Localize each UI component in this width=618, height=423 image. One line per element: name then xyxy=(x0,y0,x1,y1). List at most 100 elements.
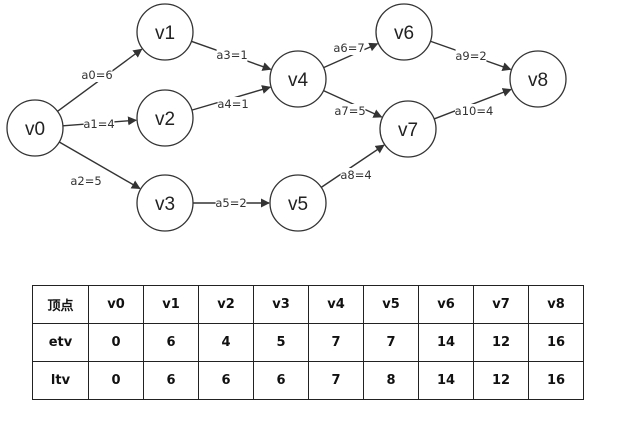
edge-a9: a9=2 xyxy=(430,40,512,71)
row-header-cell: ltv xyxy=(32,361,89,400)
table-cell: v8 xyxy=(528,285,584,324)
node-circle xyxy=(6,99,64,157)
table-cell: 7 xyxy=(308,361,364,400)
node-v0: v0 xyxy=(6,99,64,157)
edge-label-background xyxy=(455,104,493,118)
node-circle xyxy=(379,100,437,158)
edge-label: a5=2 xyxy=(215,196,246,210)
table-cell: v4 xyxy=(308,285,364,324)
edge-label: a0=6 xyxy=(81,68,112,82)
node-label: v6 xyxy=(394,23,414,44)
node-circle xyxy=(136,174,194,232)
node-circle xyxy=(269,50,327,108)
edge-label: a3=1 xyxy=(216,48,247,62)
node-label: v4 xyxy=(288,70,309,91)
row-header-cell: 顶点 xyxy=(32,285,89,324)
node-v6: v6 xyxy=(375,3,433,61)
table-cell: 6 xyxy=(253,361,309,400)
node-label: v1 xyxy=(155,23,175,44)
table-cell: v1 xyxy=(143,285,199,324)
edge-arrow xyxy=(323,42,379,69)
edge-label-background xyxy=(217,97,249,111)
edge-a2: a2=5 xyxy=(58,141,141,190)
table-cell: 12 xyxy=(473,323,529,362)
node-label: v8 xyxy=(528,70,548,91)
edge-label: a10=4 xyxy=(455,104,494,118)
table-cell: v3 xyxy=(253,285,309,324)
node-label: v5 xyxy=(288,194,308,215)
edge-label-background xyxy=(83,117,115,131)
edge-label: a7=5 xyxy=(334,104,365,118)
table-cell: 14 xyxy=(418,323,474,362)
node-circle xyxy=(375,3,433,61)
table-cell: v6 xyxy=(418,285,474,324)
node-circle xyxy=(136,89,194,147)
edge-label-background xyxy=(455,49,487,63)
edge-label: a8=4 xyxy=(340,168,371,182)
node-label: v0 xyxy=(25,119,45,140)
edge-label: a2=5 xyxy=(70,174,101,188)
edge-label: a1=4 xyxy=(83,117,114,131)
table-cell: 16 xyxy=(528,323,584,362)
table-cell: 8 xyxy=(363,361,419,400)
node-v5: v5 xyxy=(269,174,327,232)
table-cell: v2 xyxy=(198,285,254,324)
row-header-cell: etv xyxy=(32,323,89,362)
node-v4: v4 xyxy=(269,50,327,108)
edge-a0: a0=6 xyxy=(57,48,143,112)
edge-label-background xyxy=(81,68,113,82)
edge-a3: a3=1 xyxy=(191,40,272,71)
node-v1: v1 xyxy=(136,3,194,61)
node-v7: v7 xyxy=(379,100,437,158)
edge-arrow xyxy=(323,89,383,118)
edge-label-background xyxy=(215,196,247,210)
edge-arrow xyxy=(320,144,385,188)
edge-label: a6=7 xyxy=(333,41,364,55)
table-cell: 7 xyxy=(363,323,419,362)
table-cell: v7 xyxy=(473,285,529,324)
edge-label: a9=2 xyxy=(455,49,486,63)
node-layer: v0 v1 v2 v3 v4 v5 v6 v7 v8 xyxy=(6,3,567,232)
edge-label-background xyxy=(70,174,102,188)
edge-label-background xyxy=(340,168,372,182)
table-cell: 12 xyxy=(473,361,529,400)
table-cell: 5 xyxy=(253,323,309,362)
edge-a7: a7=5 xyxy=(323,89,383,118)
node-label: v3 xyxy=(155,194,175,215)
table-cell: 6 xyxy=(143,361,199,400)
table-cell: 14 xyxy=(418,361,474,400)
edge-a10: a10=4 xyxy=(433,88,512,120)
node-circle xyxy=(269,174,327,232)
edge-a1: a1=4 xyxy=(62,116,137,131)
node-v8: v8 xyxy=(509,50,567,108)
table-cell: 4 xyxy=(198,323,254,362)
table-cell: 7 xyxy=(308,323,364,362)
node-v2: v2 xyxy=(136,89,194,147)
edge-layer: a0=6 a1=4 a2=5 a3=1 a4=1 a5=2 a6=7 a7=5 a8=4 a9=2… xyxy=(57,40,512,210)
table-cell: 0 xyxy=(88,361,144,400)
node-v3: v3 xyxy=(136,174,194,232)
node-label: v7 xyxy=(398,120,418,141)
table-cell: 6 xyxy=(143,323,199,362)
edge-label-background xyxy=(334,104,366,118)
table-cell: v5 xyxy=(363,285,419,324)
activity-network-diagram: a0=6 a1=4 a2=5 a3=1 a4=1 a5=2 a6=7 a7=5 a8=4 a9=2… xyxy=(6,3,567,232)
edge-a8: a8=4 xyxy=(320,144,385,188)
edge-label: a4=1 xyxy=(217,97,248,111)
node-circle xyxy=(136,3,194,61)
table-cell: 6 xyxy=(198,361,254,400)
table-cell: 16 xyxy=(528,361,584,400)
edge-arrow xyxy=(58,141,141,190)
node-circle xyxy=(509,50,567,108)
edge-label-background xyxy=(333,41,365,55)
edge-a6: a6=7 xyxy=(323,41,379,69)
edge-a5: a5=2 xyxy=(193,196,270,210)
table-cell: 0 xyxy=(88,323,144,362)
edge-label-background xyxy=(216,48,248,62)
edge-a4: a4=1 xyxy=(191,85,272,111)
node-label: v2 xyxy=(155,109,175,130)
